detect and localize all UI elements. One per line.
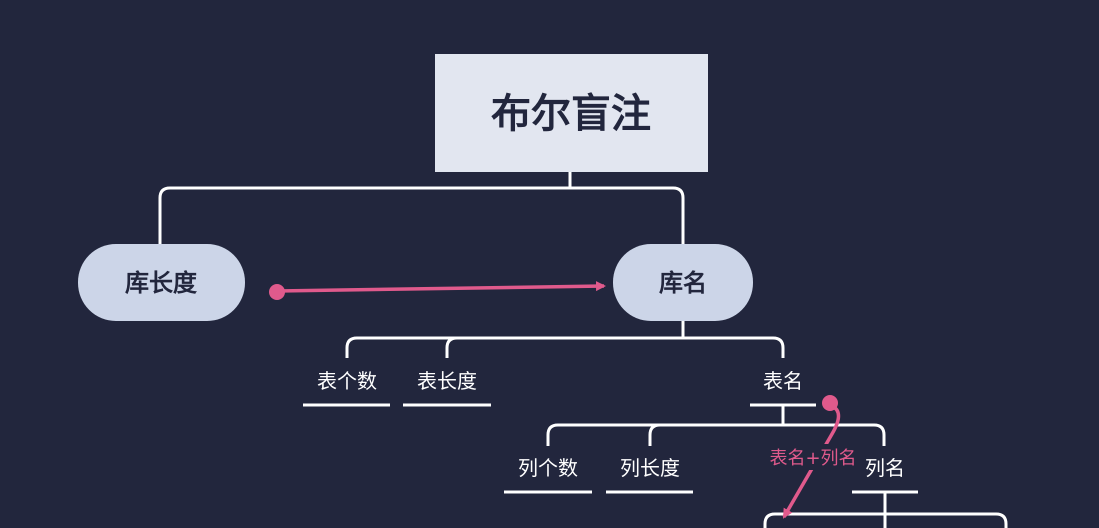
connector-table-name-branch: [546, 423, 886, 446]
root-node-box: [435, 54, 708, 172]
annotation-table-plus-column: 表名+列名: [769, 448, 856, 469]
node-table-count-label: 表个数: [317, 369, 377, 393]
connectors-table-name: [546, 405, 886, 446]
relation-arrow-db-length-to-db-name[interactable]: [269, 281, 606, 300]
node-db-name[interactable]: 库名: [613, 244, 753, 321]
root-node-label: 布尔盲注: [491, 91, 651, 137]
annotation-backdrop: [765, 444, 861, 470]
relation-arrow-start-dot: [269, 284, 285, 300]
root-node[interactable]: 布尔盲注: [435, 54, 708, 172]
node-column-name[interactable]: 列名: [852, 456, 918, 494]
connector-root-branch: [158, 186, 685, 244]
node-db-name-label: 库名: [659, 269, 707, 297]
node-table-length-label: 表长度: [417, 369, 477, 393]
node-db-length[interactable]: 库长度: [78, 244, 245, 321]
connector-table-name-mid: [648, 423, 661, 446]
relation-arrow-table-name-to-column[interactable]: 表名+列名: [765, 395, 861, 519]
node-column-length[interactable]: 列长度: [606, 456, 693, 494]
connector-db-name-branch: [345, 336, 785, 358]
node-db-length-pill: [78, 244, 245, 321]
connector-column-name-branch: [763, 512, 1008, 528]
connectors-root: [158, 172, 685, 244]
connector-db-name-mid: [445, 336, 458, 358]
connectors-column-name: [763, 492, 1008, 528]
node-table-count[interactable]: 表个数: [303, 369, 390, 407]
node-db-length-label: 库长度: [125, 269, 198, 297]
node-column-count[interactable]: 列个数: [504, 456, 592, 494]
relation-arrow-line: [782, 404, 841, 519]
node-table-length[interactable]: 表长度: [403, 369, 491, 407]
node-db-name-pill: [613, 244, 753, 321]
node-column-name-label: 列名: [865, 456, 905, 480]
node-table-name[interactable]: 表名: [750, 369, 816, 407]
node-column-count-label: 列个数: [518, 456, 578, 480]
connectors-db-name: [345, 320, 785, 358]
relation-arrow-line: [276, 281, 606, 293]
node-column-length-label: 列长度: [620, 456, 680, 480]
node-table-name-label: 表名: [763, 369, 803, 393]
